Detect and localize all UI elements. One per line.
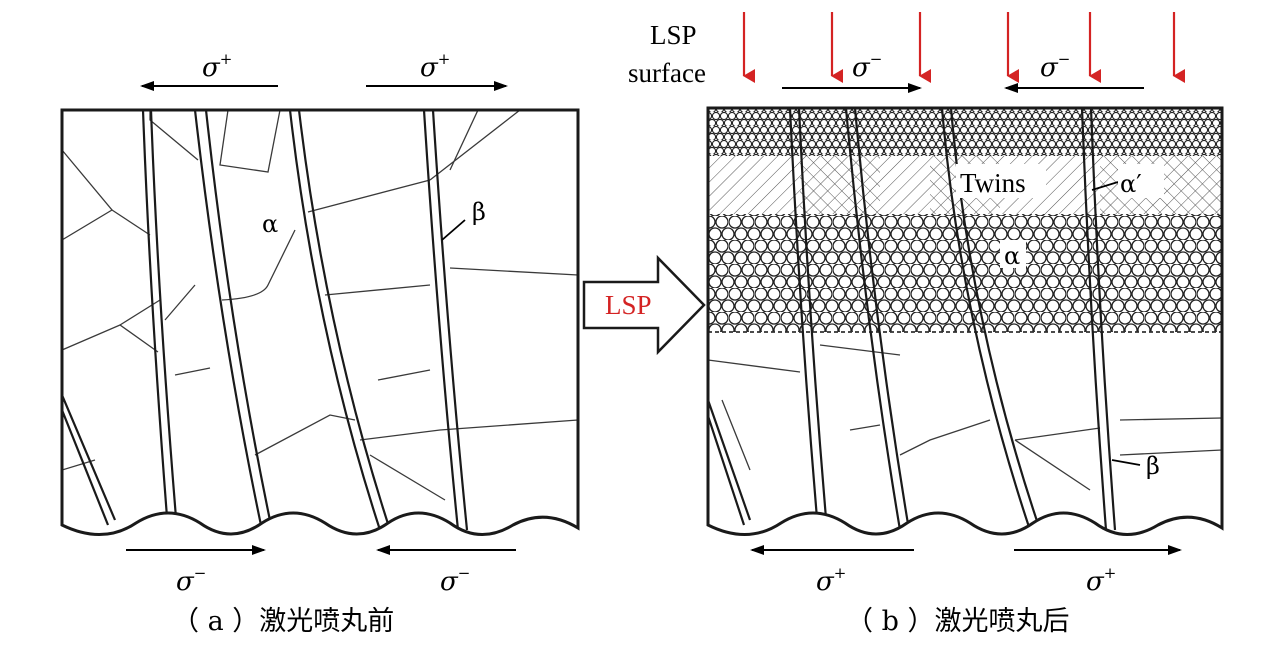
alpha-prime-leader [1091, 181, 1119, 191]
right-top-stress-left: σ− [852, 50, 882, 83]
right-bottom-stress-left: σ+ [816, 564, 846, 597]
right-top-stress-right: σ− [1040, 50, 1070, 83]
right-microstructure [708, 108, 1222, 535]
twins-label: Twins [960, 168, 1026, 198]
laser-arrows [742, 12, 1185, 83]
right-bottom-stress-right: σ+ [1086, 564, 1116, 597]
right-alpha-label-bg [1000, 240, 1026, 268]
surface-label: surface [628, 58, 706, 88]
right-panel: LSP surface σ− σ− [628, 12, 1224, 637]
left-bottom-stress-right: σ− [440, 564, 470, 597]
right-alpha-label: α [1004, 242, 1020, 270]
left-top-stress-right: σ+ [420, 50, 450, 83]
lsp-label: LSP [650, 20, 697, 50]
left-panel: σ+ σ+ [60, 50, 580, 637]
nanocrystal-layer [708, 108, 1222, 156]
right-beta-leader [1111, 459, 1141, 466]
alpha-prime-label-bg [1118, 164, 1164, 198]
right-beta-label: β [1146, 452, 1160, 480]
left-top-stress-left: σ+ [202, 50, 232, 83]
left-alpha-label: α [262, 210, 278, 238]
twins-label-bg [956, 164, 1046, 198]
right-caption: （ b ）激光喷丸后 [846, 606, 1069, 637]
left-beta-leader [441, 219, 466, 241]
lsp-transition-arrow: LSP [582, 254, 706, 356]
left-microstructure [62, 110, 578, 535]
alpha-prime-label: α′ [1120, 170, 1142, 198]
left-caption: （ a ）激光喷丸前 [172, 606, 394, 637]
left-beta-label: β [472, 198, 486, 226]
lsp-arrow-label: LSP [605, 290, 652, 320]
left-bottom-stress-left: σ− [176, 564, 206, 597]
